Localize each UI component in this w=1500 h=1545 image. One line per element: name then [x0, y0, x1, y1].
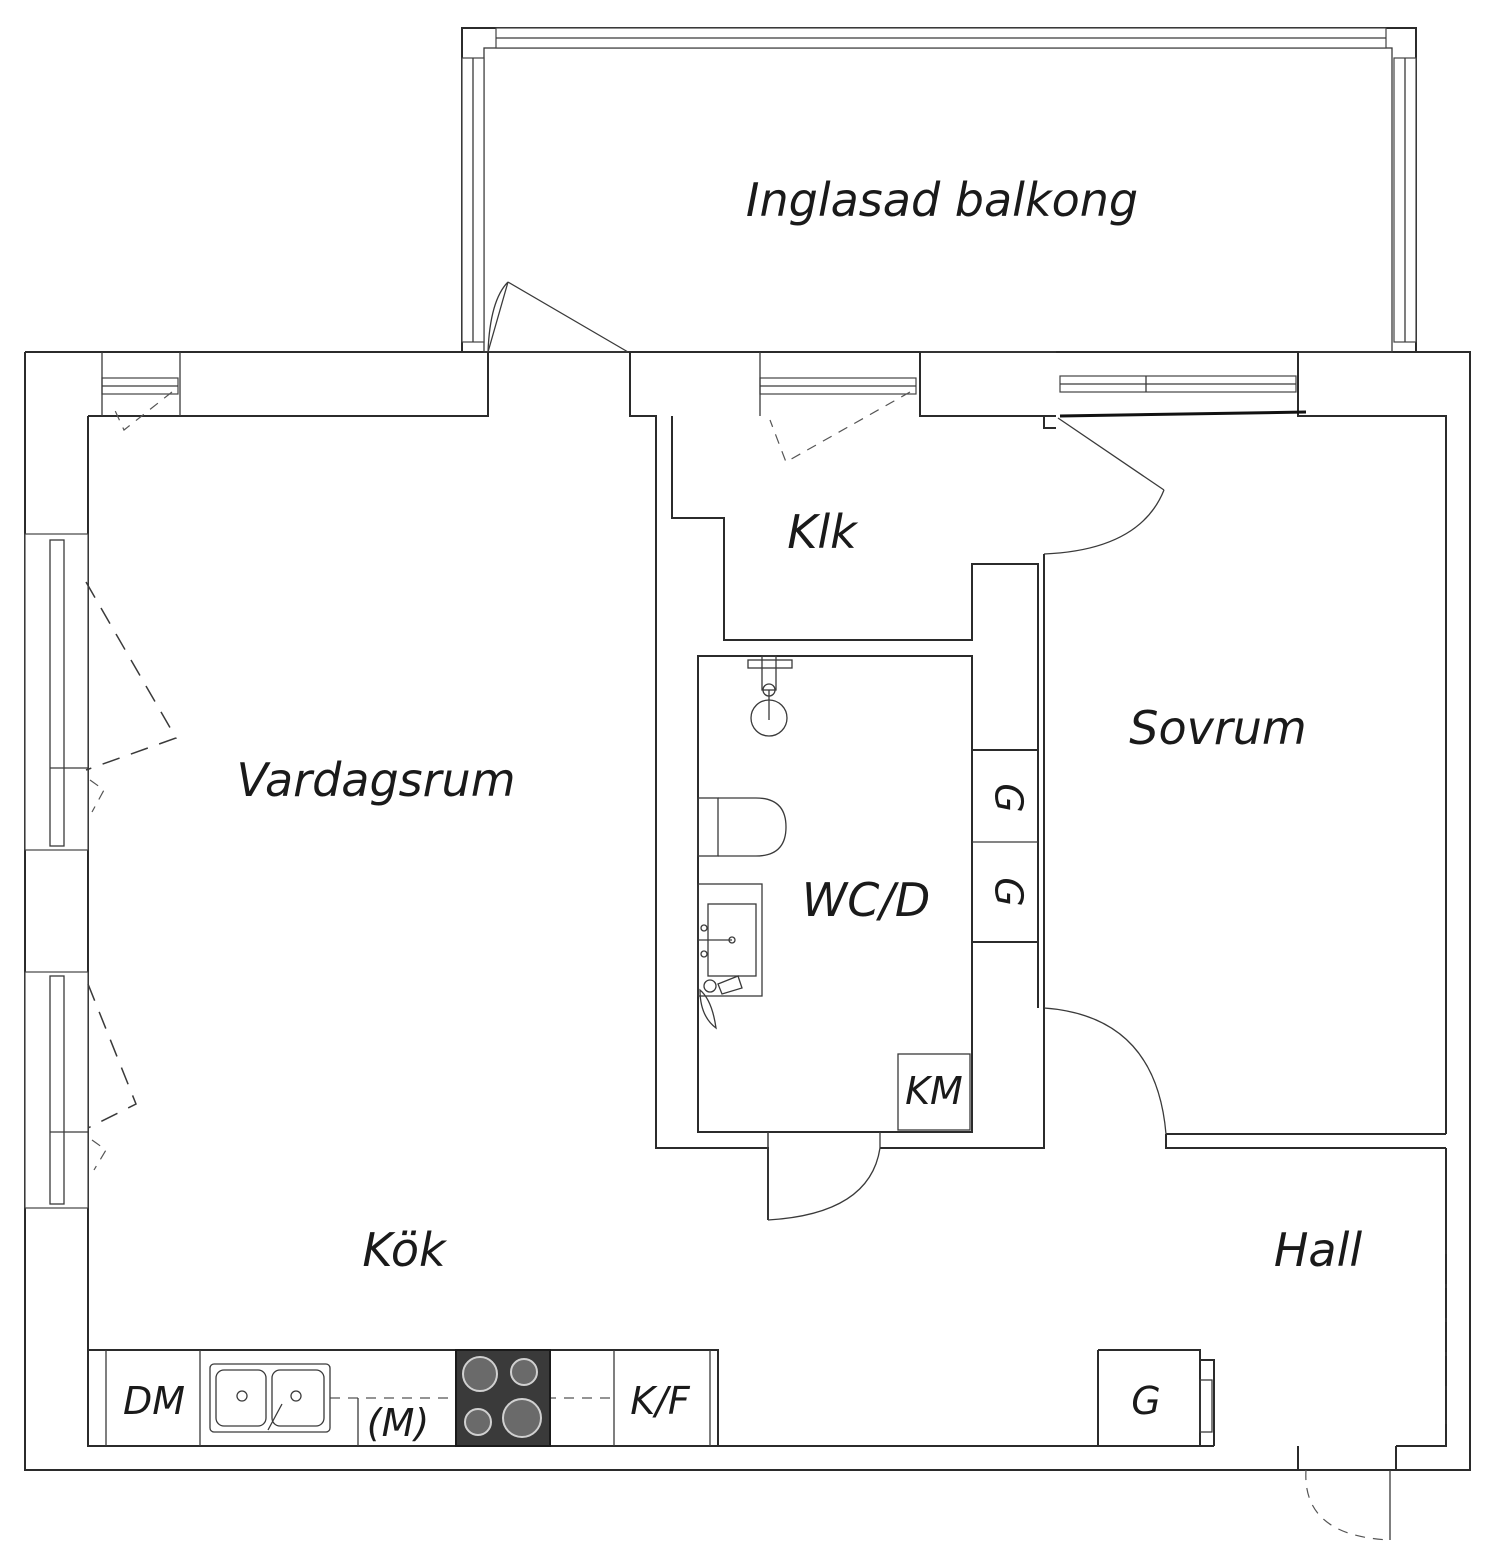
toilet-icon	[697, 797, 787, 857]
fixture-label-washing-machine: KM	[905, 1069, 963, 1113]
room-label-bathroom: WC/D	[802, 873, 931, 927]
balcony	[461, 27, 1417, 353]
windows-top	[101, 352, 1307, 463]
washing-machine-box	[897, 1053, 971, 1131]
room-label-kitchen: Kök	[362, 1223, 448, 1277]
hall-entry	[1297, 1250, 1447, 1541]
fixture-label-microwave: (M)	[367, 1401, 429, 1445]
fixture-label-dishwasher: DM	[123, 1379, 185, 1423]
room-label-bedroom: Sovrum	[1129, 701, 1306, 755]
fixture-label-fridge-freezer: K/F	[630, 1379, 691, 1423]
sink-icon	[697, 883, 763, 1030]
wardrobe-icon: G	[987, 783, 1031, 812]
stove-icon	[455, 1349, 551, 1447]
room-label-hall: Hall	[1274, 1223, 1363, 1277]
bedroom-walls	[1043, 554, 1446, 1149]
kitchen-counter	[88, 1349, 1213, 1447]
room-label-living: Vardagsrum	[236, 753, 515, 807]
outer-walls	[24, 351, 1471, 1471]
closet	[671, 416, 1165, 1008]
fixture-label-wardrobe: G	[1131, 1379, 1160, 1423]
room-label-balcony: Inglasad balkong	[746, 173, 1138, 227]
sink-double-icon	[209, 1363, 331, 1433]
wardrobe-icon: G	[987, 877, 1031, 906]
room-label-closet: Klk	[787, 505, 859, 559]
windows-left	[24, 533, 178, 1209]
shower-icon	[747, 655, 793, 737]
bathroom	[656, 655, 1045, 1221]
